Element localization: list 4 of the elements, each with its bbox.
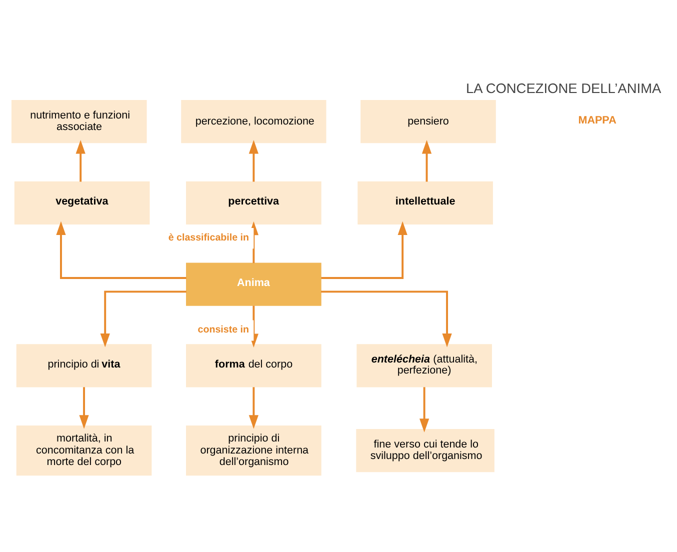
edge-label: è classificabile in — [168, 232, 249, 243]
edge-label: consiste in — [198, 324, 249, 335]
label: MAPPA — [578, 114, 616, 126]
diagram-title: LA CONCEZIONE DELL’ANIMA — [466, 80, 662, 96]
